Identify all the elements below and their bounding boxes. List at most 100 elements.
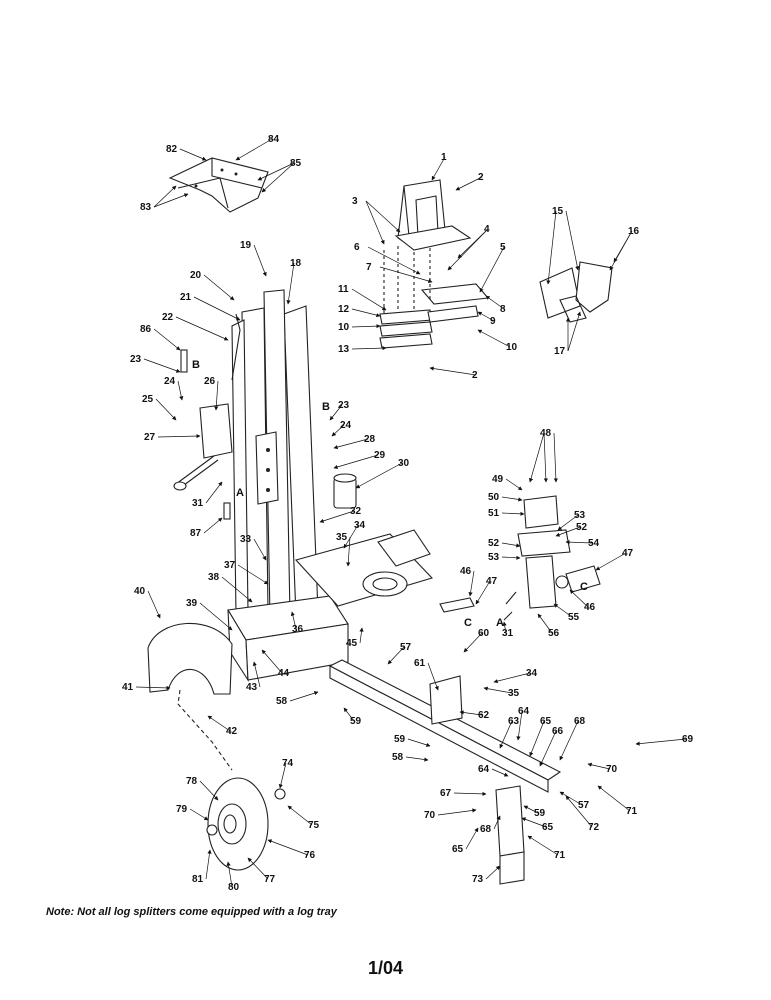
callout-13: 13 [338, 344, 350, 355]
callout-85: 85 [290, 158, 302, 169]
callout-leader-85-1 [257, 162, 295, 181]
callout-45: 45 [346, 638, 358, 649]
callout-leader-45 [359, 627, 364, 644]
callout-32: 32 [350, 506, 362, 517]
callout-leader-84 [235, 138, 273, 161]
callout-82: 82 [166, 144, 178, 155]
callout-leader-32 [319, 510, 355, 523]
callout-leader-59 [343, 707, 355, 722]
callout-leader-86 [153, 328, 181, 351]
callout-21: 21 [180, 292, 192, 303]
callout-68-dup: 68 [480, 824, 492, 835]
callout-leader-64 [516, 710, 523, 741]
callout-73: 73 [472, 874, 484, 885]
callout-leader-79 [189, 808, 209, 821]
callout-28: 28 [364, 434, 376, 445]
callout-17: 17 [554, 346, 566, 357]
tongue-beam [328, 659, 562, 885]
callout-49: 49 [492, 474, 504, 485]
callout-29: 29 [374, 450, 386, 461]
callout-27: 27 [144, 432, 156, 443]
callout-leader-6 [367, 246, 421, 275]
callout-leader-15-2 [565, 210, 580, 271]
callout-leader-63 [499, 720, 513, 749]
callout-52-dup: 52 [576, 522, 588, 533]
callout-47-dup: 47 [622, 548, 634, 559]
callout-leader-36 [290, 611, 297, 630]
callout-35-dup: 35 [508, 688, 520, 699]
callout-leader-15-1 [546, 210, 557, 285]
callout-leader-43 [252, 661, 261, 688]
callout-11: 11 [338, 284, 349, 295]
footnote: Note: Not all log splitters come equippe… [46, 906, 337, 918]
callout-leader-57-dup11 [559, 791, 583, 806]
callout-36: 36 [292, 624, 304, 635]
callout-leader-59-dup14 [523, 805, 539, 814]
callout-78: 78 [186, 776, 198, 787]
callout-76: 76 [304, 850, 316, 861]
callout-leader-16-2 [613, 230, 633, 263]
callout-leader-62 [459, 710, 483, 716]
tank-base [227, 529, 434, 683]
callout-80: 80 [228, 882, 240, 893]
callout-leader-5 [479, 246, 505, 293]
callout-58: 58 [276, 696, 288, 707]
callout-leader-20 [203, 274, 235, 301]
callout-10-dup: 10 [506, 342, 518, 353]
callout-leader-77 [247, 857, 269, 880]
callout-leader-85-2 [261, 162, 295, 193]
callout-59: 59 [350, 716, 362, 727]
callout-leader-58-dup12 [405, 756, 429, 762]
spring-87 [223, 502, 231, 520]
callout-66: 66 [552, 726, 564, 737]
callout-leader-17-2 [567, 311, 581, 352]
callout-2: 2 [478, 172, 484, 183]
callout-leader-65 [529, 720, 545, 757]
callout-24-dup: 24 [164, 376, 176, 387]
callout-71-dup: 71 [554, 850, 566, 861]
callout-48: 48 [540, 428, 552, 439]
callout-leader-72 [565, 795, 593, 828]
callout-leader-3-2 [365, 200, 385, 245]
callout-leader-39 [199, 602, 233, 631]
callout-leader-82 [179, 148, 207, 161]
callout-leader-83-2 [153, 193, 189, 208]
callout-37: 37 [224, 560, 236, 571]
wedge-assembly [379, 179, 490, 349]
callout-leader-11 [351, 288, 387, 311]
callout-leader-27 [157, 433, 201, 439]
callout-3: 3 [352, 196, 358, 207]
callout-leader-10-dup1 [477, 329, 511, 348]
callout-67: 67 [440, 788, 452, 799]
callout-leader-55 [553, 603, 573, 618]
callout-leader-61 [427, 662, 439, 691]
callout-71: 71 [626, 806, 638, 817]
callout-leader-13 [351, 346, 387, 351]
callout-leader-31 [205, 481, 223, 504]
callout-leader-18 [286, 262, 295, 305]
callout-1: 1 [441, 152, 447, 163]
callout-leader-12 [351, 308, 381, 318]
callout-leader-46-dup7 [569, 589, 589, 608]
callout-56: 56 [548, 628, 560, 639]
callout-70: 70 [606, 764, 618, 775]
callout-leader-26 [214, 380, 219, 411]
callout-leader-9 [477, 311, 495, 322]
callout-leader-33 [253, 538, 267, 561]
date-code: 1/04 [367, 958, 404, 978]
callout-54: 54 [588, 538, 600, 549]
callout-64: 64 [518, 706, 530, 717]
callout-leader-2 [455, 176, 483, 191]
callout-79: 79 [176, 804, 188, 815]
callout-2-dup: 2 [472, 370, 478, 381]
callout-leader-46 [468, 570, 475, 597]
callout-39: 39 [186, 598, 198, 609]
callout-leader-78 [199, 780, 219, 801]
callout-83: 83 [140, 202, 152, 213]
fender [147, 622, 233, 695]
callout-33: 33 [240, 534, 252, 545]
callout-34-dup: 34 [526, 668, 538, 679]
callout-23: 23 [338, 400, 350, 411]
callout-4: 4 [484, 224, 490, 235]
callout-leader-54 [565, 540, 593, 545]
